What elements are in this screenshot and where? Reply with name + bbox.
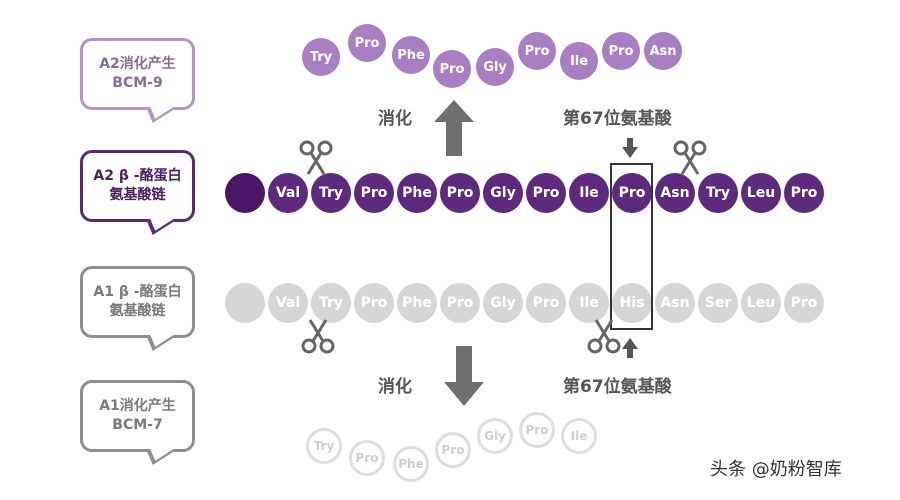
amino-acid: Ile bbox=[560, 42, 598, 80]
amino-acid: Pro bbox=[519, 412, 555, 448]
scissors-icon bbox=[587, 319, 621, 354]
amino-acid: Pro bbox=[348, 24, 386, 62]
amino-acid: Pro bbox=[433, 50, 471, 88]
scissors-icon bbox=[301, 319, 335, 354]
a2-chain-bubble: A2 β -酪蛋白 氨基酸链 bbox=[80, 150, 195, 235]
amino-acid: Ile bbox=[569, 173, 609, 213]
amino-acid: Ile bbox=[561, 418, 597, 454]
amino-acid bbox=[225, 173, 265, 213]
scissors-icon bbox=[673, 140, 707, 175]
amino-acid: Gly bbox=[477, 418, 513, 454]
position-67-highlight bbox=[610, 163, 653, 330]
amino-acid: Pro bbox=[602, 32, 640, 70]
amino-acid: Pro bbox=[784, 283, 824, 323]
amino-acid: Pro bbox=[435, 432, 471, 468]
amino-acid: Asn bbox=[655, 283, 695, 323]
pos67-label-top: 第67位氨基酸 bbox=[563, 109, 672, 129]
amino-acid: Phe bbox=[397, 173, 437, 213]
bubble-tail bbox=[147, 324, 174, 351]
amino-acid: Try bbox=[311, 283, 351, 323]
a1-bcm7-line1: A1消化产生 bbox=[99, 398, 176, 414]
amino-acid: Try bbox=[698, 173, 738, 213]
amino-acid: Val bbox=[268, 283, 308, 323]
amino-acid: Pro bbox=[349, 440, 385, 476]
digest-label-bottom: 消化 bbox=[378, 377, 412, 397]
bubble-tail bbox=[147, 96, 174, 123]
amino-acid: Try bbox=[302, 38, 340, 76]
amino-acid: Ile bbox=[569, 283, 609, 323]
amino-acid: Pro bbox=[354, 173, 394, 213]
amino-acid: Ser bbox=[698, 283, 738, 323]
a1-chain-line1: A1 β -酪蛋白 bbox=[93, 284, 182, 300]
small-arrow-down-icon bbox=[622, 138, 638, 158]
small-arrow-up-icon bbox=[622, 338, 638, 358]
amino-acid: Pro bbox=[784, 173, 824, 213]
a2-chain-line1: A2 β -酪蛋白 bbox=[93, 168, 182, 184]
amino-acid: Gly bbox=[483, 283, 523, 323]
amino-acid: Leu bbox=[741, 173, 781, 213]
arrow-up-icon bbox=[434, 100, 474, 156]
amino-acid: Pro bbox=[526, 173, 566, 213]
amino-acid: Val bbox=[268, 173, 308, 213]
pos67-label-bottom: 第67位氨基酸 bbox=[563, 377, 672, 397]
a1-bcm7-line2: BCM-7 bbox=[112, 417, 163, 433]
amino-acid: Try bbox=[311, 173, 351, 213]
amino-acid: Pro bbox=[518, 32, 556, 70]
amino-acid: Gly bbox=[476, 48, 514, 86]
amino-acid: Pro bbox=[440, 283, 480, 323]
amino-acid: Try bbox=[306, 428, 342, 464]
amino-acid: Asn bbox=[655, 173, 695, 213]
scissors-icon bbox=[299, 140, 333, 175]
amino-acid bbox=[225, 283, 265, 323]
a1-chain-line2: 氨基酸链 bbox=[109, 303, 166, 319]
a2-bcm9-line1: A2消化产生 bbox=[99, 56, 176, 72]
a1-bcm7-bubble: A1消化产生 BCM-7 bbox=[80, 380, 195, 465]
amino-acid: Pro bbox=[526, 283, 566, 323]
arrow-down-icon bbox=[444, 346, 484, 406]
watermark: 头条 @奶粉智库 bbox=[710, 459, 842, 480]
bubble-tail bbox=[147, 438, 174, 465]
amino-acid: Phe bbox=[393, 446, 429, 482]
amino-acid: Gly bbox=[483, 173, 523, 213]
amino-acid: Phe bbox=[397, 283, 437, 323]
amino-acid: Pro bbox=[354, 283, 394, 323]
amino-acid: Leu bbox=[741, 283, 781, 323]
digest-label-top: 消化 bbox=[378, 109, 412, 129]
amino-acid: His bbox=[612, 283, 652, 323]
amino-acid: Asn bbox=[644, 32, 682, 70]
amino-acid: Pro bbox=[612, 173, 652, 213]
a1-chain-bubble: A1 β -酪蛋白 氨基酸链 bbox=[80, 266, 195, 351]
a2-bcm9-line2: BCM-9 bbox=[112, 75, 163, 91]
a2-chain-line2: 氨基酸链 bbox=[109, 187, 166, 203]
bubble-tail bbox=[147, 208, 174, 235]
a2-bcm9-bubble: A2消化产生 BCM-9 bbox=[80, 38, 195, 123]
amino-acid: Phe bbox=[392, 36, 430, 74]
amino-acid: Pro bbox=[440, 173, 480, 213]
